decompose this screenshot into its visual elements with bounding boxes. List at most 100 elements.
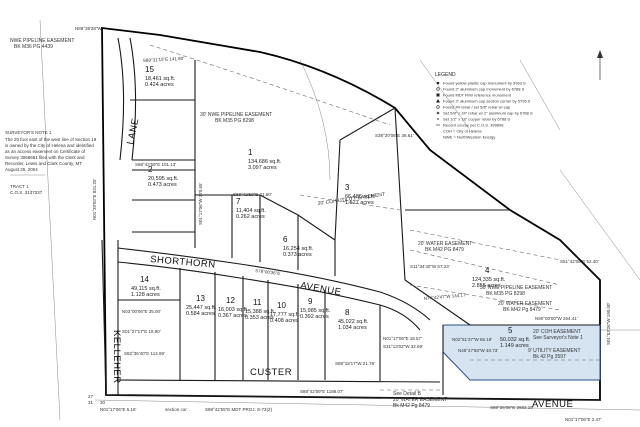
svg-text:Found #4 rebar / set 5/8" reba: Found #4 rebar / set 5/8" rebar w/ cap (443, 105, 511, 110)
surveyor-note-line: Survey 3068681 filed with the Clerk and (5, 155, 85, 160)
lot-1-acres: 3.097 acres (248, 165, 277, 171)
easement-util-5-2: Bk 42 Pg 3597 (533, 354, 566, 360)
easement-water-bottom-2: Bk M42 Pg 8479 (393, 403, 430, 409)
svg-text:Found 2" aluminum cap section: Found 2" aluminum cap section corner by … (443, 99, 531, 104)
lot-12-number: 12 (226, 296, 235, 305)
svg-text:Set 5/8" x 24" rebar w/ 2" alu: Set 5/8" x 24" rebar w/ 2" aluminum cap … (443, 111, 533, 116)
lot-6-acres: 0.373 acres (283, 252, 312, 258)
easement-nwe-4-2: BK M35 PG 8298 (486, 291, 525, 297)
surveyor-note: SURVEYOR'S NOTE 1 The 20 foot east of th… (5, 130, 97, 172)
bearing-lot5-east: S01°53'26"W 190.00' (606, 302, 611, 345)
lot-8-area: 45,022 sq.ft. (338, 319, 369, 325)
legend-title: LEGEND (435, 72, 456, 78)
surveyor-note-line: is owned by the City of Helena and ident… (5, 143, 94, 148)
lot-5-acres: 1.149 acres (500, 343, 529, 349)
label-31: 31 (88, 400, 94, 405)
easement-nwe-4-1: 30' NWE PIPELINE EASEMENT (480, 285, 552, 291)
bearing-custer-south: S88°42'59"E 1188.07' (300, 389, 343, 394)
bearing-custer-north: S88°18'17"W 21.78' (335, 361, 375, 366)
lot-12-area: 16,003 sq.ft. (218, 307, 249, 313)
street-lane: LANE (125, 117, 141, 146)
lot-3-area: 66,486 sq.ft. (345, 194, 376, 200)
bearing-lot5-north2: N90°00'00"W 264.41' (535, 316, 578, 321)
street-avenue-mid: AVENUE (299, 280, 342, 298)
monument-icon (436, 81, 440, 85)
easement-coh-5-1: 20' COH EASEMENT (533, 329, 581, 335)
label-27: 27 (88, 394, 94, 399)
rebar-cap-icon (436, 111, 440, 115)
bearing-left-s3: S82°36'40"E 114.99' (124, 351, 165, 356)
lot-14-number: 14 (140, 275, 149, 284)
monument-icon (436, 87, 440, 91)
bearing-lot8-south: S31°13'02"W 32.69' (383, 344, 423, 349)
lot-3-number: 3 (345, 183, 350, 192)
bearing-left-s2: S01°27'17"E 18.90' (122, 329, 161, 334)
lot-5-area: 50,032 sq.ft. (500, 337, 531, 343)
street-right-of-way (101, 37, 601, 401)
surveyor-note-title: SURVEYOR'S NOTE 1 (5, 130, 52, 135)
lot-6-number: 6 (283, 235, 288, 244)
lot-9-area: 15,985 sq.ft. (300, 308, 331, 314)
lot-4-area: 124,335 sq.ft. (472, 277, 506, 283)
lot-1-area: 134,686 sq.ft. (248, 159, 282, 165)
bearing-lot5-north: N74°42'47"W 144.17' (424, 292, 467, 301)
lot-14-area: 49,115 sq.ft. (131, 286, 161, 292)
copper-rebar-icon (437, 118, 439, 120)
label-30: 30 (100, 400, 106, 405)
lot-7-number: 7 (236, 197, 241, 206)
bearing-lot5-west: N02°51'37"W 65.19' (452, 337, 492, 342)
bearing-lot8-west: N01°17'06"E 18.57' (383, 336, 422, 341)
lot-15-acres: 0.424 acres (145, 82, 174, 88)
legend-item: Set 5/8" x 24" rebar w/ 2" aluminum cap … (436, 111, 533, 116)
bearing-labels: N89°39'28"W S89°31'15"E 141.80' N01°39'0… (75, 26, 611, 422)
bearing-lot7-north: S88°42'59"E 21.60' (233, 192, 272, 197)
lot-2-number: 2 (148, 165, 153, 174)
street-custer: CUSTER (250, 367, 292, 378)
legend-item: Set 1/2" x 18" copper rebar by 6788 S (437, 117, 510, 122)
svg-text:Record course per C.O.S. 39989: Record course per C.O.S. 399898 (443, 123, 504, 128)
bearing-avenue-south: S88°26'08"E 2683.19' (490, 405, 534, 410)
legend-item: Found MDT R/W reference monument (436, 93, 512, 98)
lot-2-area: 20,595 sq.ft. (148, 176, 179, 182)
bearing-shorthorn: S79°00'36"E (255, 268, 281, 276)
lot-13-acres: 0.584 acres (186, 311, 215, 317)
lot-13-area: 25,447 sq.ft. (186, 305, 217, 311)
easement-water-3-1: 20' WATER EASEMENT (418, 241, 472, 247)
easement-nwe-mid-1: 30' NWE PIPELINE EASEMENT (200, 112, 272, 118)
bearing-lot3-north: S38°20'08"E 36.61' (375, 133, 414, 138)
bearing-bottom-right: N01°17'06"E 2.47' (565, 417, 602, 422)
easement-water-3-2: BK M42 PG 8479 (425, 247, 464, 253)
bearing-lot2-east: S01°17'06"W 170.65' (198, 182, 203, 225)
street-avenue-right: AVENUE (532, 399, 573, 410)
easement-util-5-1: 9' UTILITY EASEMENT (528, 348, 581, 354)
lot-7-area: 11,404 sq.ft. (236, 208, 266, 214)
svg-text:Found 2" aluminum cap monument: Found 2" aluminum cap monument by 6788 S (443, 87, 525, 92)
surveyor-note-line: The 20 foot east of the west line of Sec… (5, 137, 97, 142)
surveyor-note-line: Recorder, Lewis and Clark County, MT (5, 161, 82, 166)
bearing-left-1: N01°39'03"E 831.25' (92, 178, 97, 220)
street-kelleher: KELLEHER (111, 330, 122, 384)
subdivision-boundary (101, 26, 601, 401)
section-corner-label: section cor. (165, 407, 188, 412)
lot-5-number: 5 (508, 326, 513, 335)
bearing-lot2-north: S88°42'59"E 101.13' (135, 162, 176, 167)
lot-9-number: 9 (308, 297, 313, 306)
lot-6-area: 16,254 sq.ft. (283, 246, 314, 252)
bearing-left-s1: N03°00'06"E 35.00' (122, 309, 161, 314)
easement-nwe-top-1: NWE PIPELINE EASEMENT (10, 38, 74, 44)
lot-8-number: 8 (345, 308, 350, 317)
bearing-bottom-left: N01°17'06"E 5.16' (100, 407, 137, 412)
lot-lines (118, 60, 600, 395)
bearing-lot3-west: S11°34'40"W 57.23' (410, 264, 450, 269)
street-shorthorn: SHORTHORN (150, 254, 216, 271)
legend-item: NWE = NorthWestern Energy (443, 135, 495, 140)
legend-item: Found yellow plastic cap monument by 596… (436, 81, 526, 86)
lot-14-acres: 1.128 acres (131, 292, 160, 298)
surveyor-note-line: August 25, 2004 (5, 167, 38, 172)
lot-15-area: 18,461 sq.ft. (145, 76, 176, 82)
easement-water-4-1: 20' WATER EASEMENT (498, 301, 552, 307)
section-corner-icon (436, 99, 440, 103)
lot-4-number: 4 (485, 266, 490, 275)
tract-label: TRACT 1 (10, 184, 29, 189)
mdt-monument-icon (436, 93, 440, 97)
